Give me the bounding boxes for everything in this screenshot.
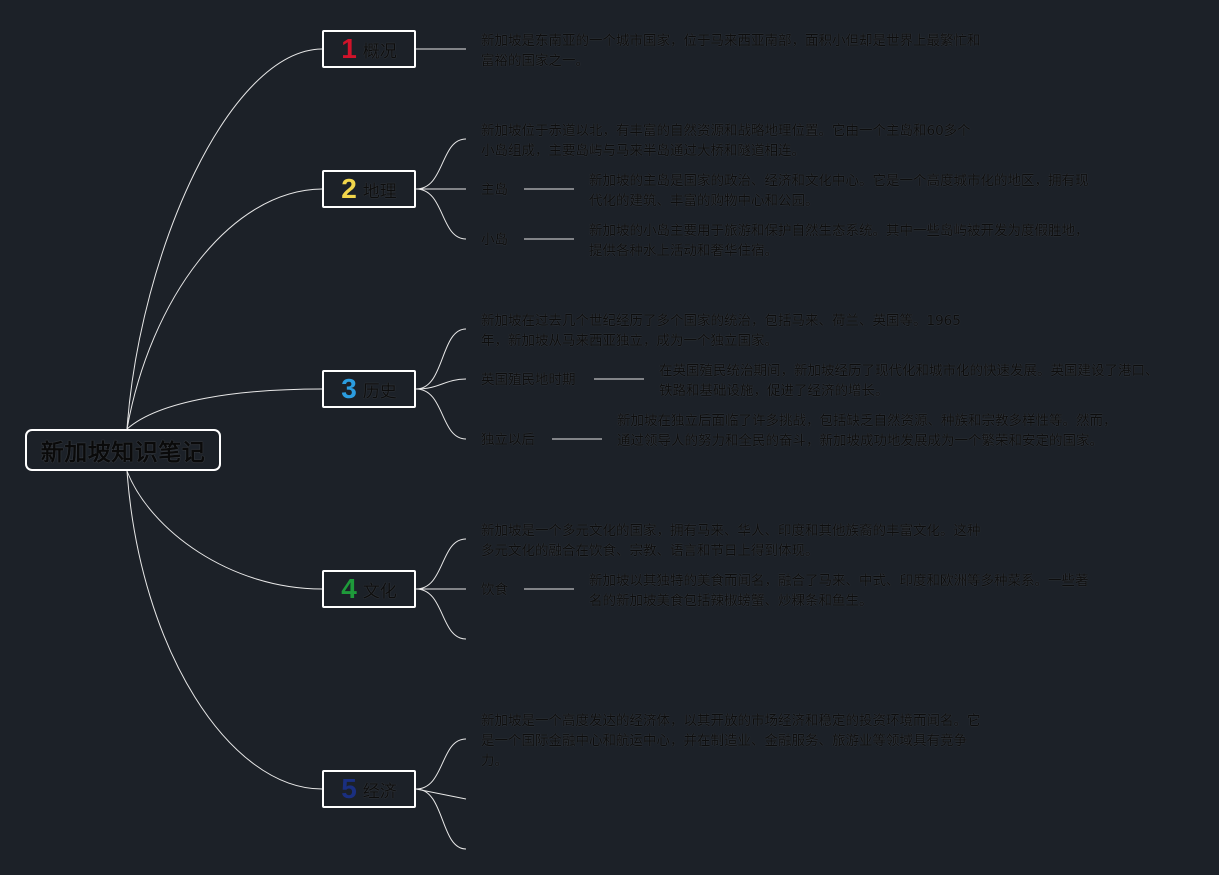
subtopic-description-independence: 新加坡在独立后面临了许多挑战，包括缺乏自然资源、种族和宗教多样性等。然而，通过领… bbox=[617, 413, 1117, 449]
connector-root-topic-4 bbox=[126, 470, 323, 590]
topic-number: 3 bbox=[341, 373, 357, 404]
connector-topic-5-desc bbox=[415, 738, 467, 790]
subtopic-label-independence[interactable]: 独立以后 bbox=[481, 432, 535, 448]
topic-label: 地理 bbox=[362, 181, 397, 202]
topic-number: 2 bbox=[341, 173, 357, 204]
subtopic-label-small-islands[interactable]: 小岛 bbox=[481, 232, 508, 248]
subtopic-description-colonial-period: 在英国殖民统治期间，新加坡经历了现代化和城市化的快速发展。英国建设了港口、铁路和… bbox=[659, 363, 1159, 399]
topic-label: 文化 bbox=[362, 581, 397, 602]
topic-number: 5 bbox=[341, 773, 357, 804]
topic-node-culture[interactable]: 4 文化 bbox=[322, 570, 416, 608]
topic-label: 经济 bbox=[362, 781, 397, 802]
connector-topic-3-desc bbox=[415, 328, 467, 390]
subtopic-label-food[interactable]: 饮食 bbox=[481, 582, 508, 598]
subtopic-description-small-islands: 新加坡的小岛主要用于旅游和保护自然生态系统。其中一些岛屿被开发为度假胜地，提供各… bbox=[589, 223, 1089, 259]
topic-description-geography: 新加坡位于赤道以北，有丰富的自然资源和战略地理位置。它由一个主岛和60多个小岛组… bbox=[481, 123, 971, 159]
connector-topic-4-empty bbox=[415, 588, 467, 640]
connector-topic-3-independence bbox=[415, 388, 467, 440]
connector-topic-2-desc bbox=[415, 138, 467, 190]
topic-node-history[interactable]: 3 历史 bbox=[322, 370, 416, 408]
topic-label: 历史 bbox=[362, 381, 397, 402]
topic-label: 概况 bbox=[362, 41, 397, 62]
topic-node-economy[interactable]: 5 经济 bbox=[322, 770, 416, 808]
connector-topic-2-small-islands bbox=[415, 188, 467, 240]
connector-topic-3-colonial bbox=[415, 378, 467, 390]
subtopic-description-food: 新加坡以其独特的美食而闻名，融合了马来、中式、印度和欧洲等多种菜系。一些著名的新… bbox=[589, 573, 1089, 609]
connector-root-topic-5 bbox=[126, 470, 323, 790]
connector-root-topic-3 bbox=[126, 388, 323, 430]
connector-topic-4-desc bbox=[415, 538, 467, 590]
topic-description-history: 新加坡在过去几个世纪经历了多个国家的统治，包括马来、荷兰、英国等。1965年，新… bbox=[481, 313, 961, 349]
subtopic-label-main-island[interactable]: 主岛 bbox=[481, 182, 508, 198]
subtopic-description-main-island: 新加坡的主岛是国家的政治、经济和文化中心。它是一个高度城市化的地区，拥有现代化的… bbox=[589, 173, 1089, 209]
topic-number: 4 bbox=[341, 573, 357, 604]
connector-root-topic-2 bbox=[126, 188, 323, 430]
subtopic-label-colonial-period[interactable]: 英国殖民地时期 bbox=[481, 372, 576, 388]
topic-node-geography[interactable]: 2 地理 bbox=[322, 170, 416, 208]
topic-node-overview[interactable]: 1 概况 bbox=[322, 30, 416, 68]
topic-description-overview: 新加坡是东南亚的一个城市国家，位于马来西亚南部，面积小但却是世界上最繁忙和富裕的… bbox=[481, 33, 981, 69]
root-title: 新加坡知识笔记 bbox=[40, 440, 206, 466]
topic-description-economy: 新加坡是一个高度发达的经济体，以其开放的市场经济和稳定的投资环境而闻名。它是一个… bbox=[481, 713, 981, 769]
connector-root-topic-1 bbox=[126, 48, 323, 430]
topic-number: 1 bbox=[341, 33, 357, 64]
root-node[interactable]: 新加坡知识笔记 bbox=[25, 429, 221, 471]
topic-description-culture: 新加坡是一个多元文化的国家，拥有马来、华人、印度和其他族裔的丰富文化。这种多元文… bbox=[481, 523, 981, 559]
connector-topic-5-empty-b bbox=[415, 788, 467, 850]
